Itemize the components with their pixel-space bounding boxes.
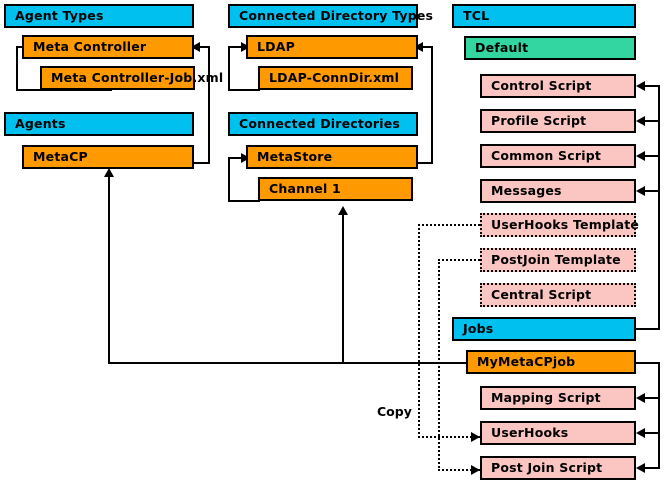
connector-left-loop-up [16, 46, 18, 91]
connector-bus-to-post-join-script [641, 467, 660, 469]
connector-bus-to-mapping-script [641, 397, 660, 399]
connector-mid-loop-up [228, 46, 230, 91]
connector-jobs-bus [658, 85, 660, 330]
node-central-script[interactable]: Central Script [480, 283, 636, 307]
arrowhead-post-join-script [636, 463, 645, 473]
connector-feed-up-metacp [108, 175, 110, 364]
node-mapping-script[interactable]: Mapping Script [480, 386, 636, 410]
node-profile-script[interactable]: Profile Script [480, 109, 636, 133]
node-ldap[interactable]: LDAP [246, 35, 418, 59]
connector-channel-loop-bottom [228, 200, 260, 202]
connector-metacp-right [192, 162, 210, 164]
arrowhead-channel1-bottom [338, 206, 348, 215]
node-control-script[interactable]: Control Script [480, 74, 636, 98]
header-jobs: Jobs [452, 317, 636, 341]
arrowhead-meta-controller-right [191, 42, 200, 52]
connector-job-feed-left [108, 362, 478, 364]
header-connected-directory-types: Connected Directory Types [228, 4, 433, 28]
node-default[interactable]: Default [464, 36, 636, 60]
node-messages[interactable]: Messages [480, 179, 636, 203]
arrowhead-userhooks [636, 428, 645, 438]
connector-job-right [636, 362, 660, 364]
connector-metacp-up [208, 46, 210, 164]
node-post-join-script[interactable]: Post Join Script [480, 456, 636, 480]
arrowhead-ldap-right [414, 42, 423, 52]
header-agents: Agents [4, 112, 194, 136]
copy-connector-postjoin-bottom [438, 469, 480, 471]
arrowhead-metacp-bottom [104, 168, 114, 177]
arrowhead-mapping-script [636, 393, 645, 403]
node-meta-controller[interactable]: Meta Controller [22, 35, 194, 59]
header-tcl: TCL [452, 4, 636, 28]
connector-jobs-right [636, 328, 660, 330]
node-channel-1[interactable]: Channel 1 [258, 177, 413, 201]
arrowhead-messages [636, 186, 645, 196]
connector-into-ldap-right [419, 46, 433, 48]
node-mymetacpjob[interactable]: MyMetaCPjob [466, 350, 636, 374]
copy-connector-userhooks-vertical [418, 224, 420, 438]
connector-bus-to-common-script [641, 155, 660, 157]
connector-left-loop-bottom [16, 89, 112, 91]
node-meta-controller-job-xml[interactable]: Meta Controller-Job.xml [40, 66, 223, 90]
connector-mid-loop-bottom [228, 89, 260, 91]
arrowhead-ldap-left [241, 42, 250, 52]
copy-connector-postjoin-vertical [438, 259, 440, 471]
node-userhooks[interactable]: UserHooks [480, 421, 636, 445]
arrowhead-control-script [636, 81, 645, 91]
node-common-script[interactable]: Common Script [480, 144, 636, 168]
header-connected-directories: Connected Directories [228, 112, 418, 136]
connector-channel-loop-up [228, 157, 230, 202]
connector-mid-loop-into-ldap [228, 46, 242, 48]
connector-into-meta-controller-right [196, 46, 210, 48]
connector-channel-loop-into-metastore [228, 157, 242, 159]
copy-connector-userhooks-top [418, 224, 480, 226]
copy-connector-postjoin-top [438, 259, 480, 261]
connector-job-bus [658, 362, 660, 468]
connector-feed-up-channel1 [342, 213, 344, 364]
node-userhooks-template[interactable]: UserHooks Template [480, 213, 639, 237]
connector-bus-to-control-script [641, 85, 660, 87]
connector-bus-to-messages [641, 190, 660, 192]
node-postjoin-template[interactable]: PostJoin Template [480, 248, 636, 272]
node-ldap-conndir-xml[interactable]: LDAP-ConnDir.xml [258, 66, 413, 90]
connector-metastore-right [415, 162, 433, 164]
node-metastore[interactable]: MetaStore [246, 145, 418, 169]
node-metacp[interactable]: MetaCP [22, 145, 194, 169]
connector-bus-to-userhooks [641, 432, 660, 434]
connector-metastore-up [431, 46, 433, 164]
arrowhead-copy-post-join-script [471, 465, 480, 475]
connector-bus-to-profile-script [641, 120, 660, 122]
label-copy: Copy [377, 404, 412, 419]
arrowhead-common-script [636, 151, 645, 161]
copy-connector-userhooks-bottom [418, 436, 480, 438]
arrowhead-profile-script [636, 116, 645, 126]
arrowhead-copy-userhooks [471, 432, 480, 442]
header-agent-types: Agent Types [4, 4, 194, 28]
arrowhead-metastore-left [241, 153, 250, 163]
